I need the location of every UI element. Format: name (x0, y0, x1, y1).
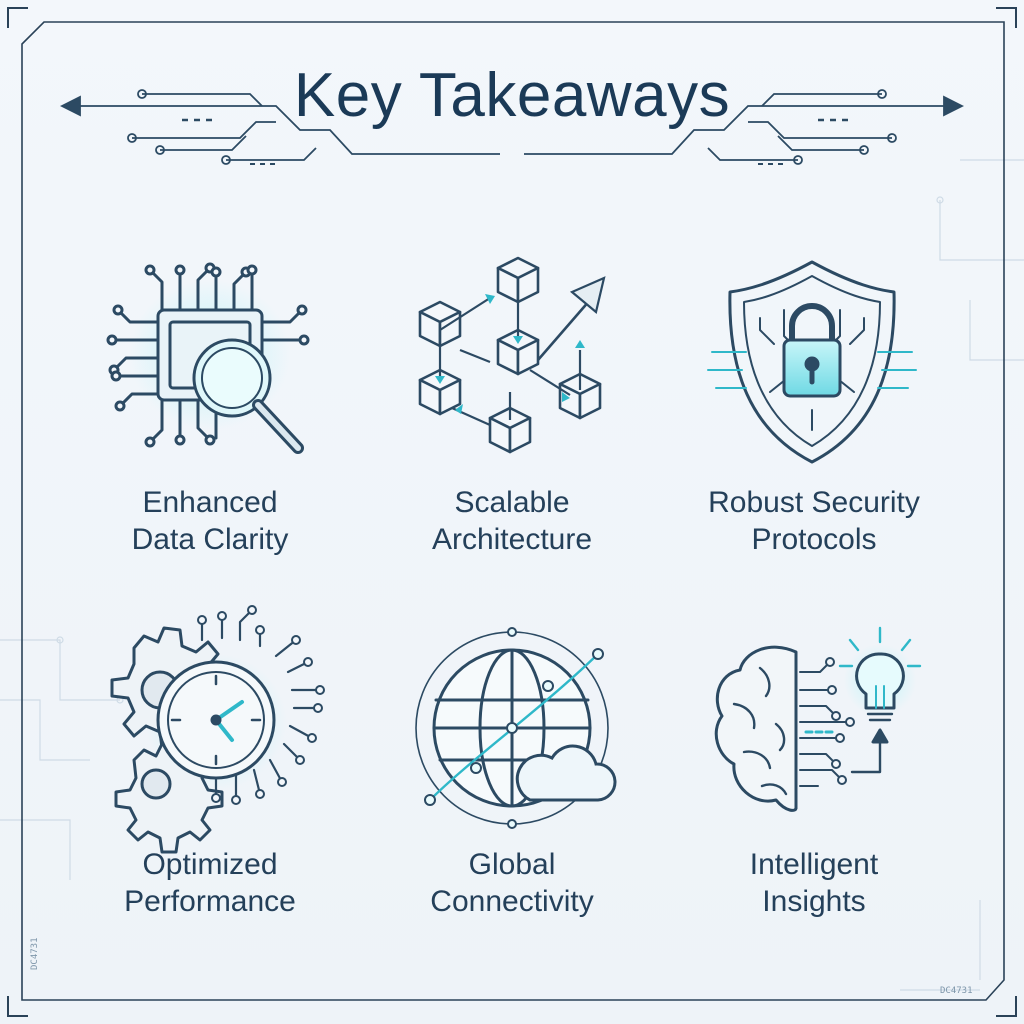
title-left-arrow-ornament (59, 89, 500, 165)
page-title: Key Takeaways (293, 61, 731, 130)
label-intelligent-insights: Intelligent Insights (664, 846, 964, 920)
label-line-1: Robust Security (708, 486, 920, 519)
label-line-1: Intelligent (749, 848, 879, 881)
cube-node (496, 328, 540, 376)
brain-bulb-icon (714, 626, 922, 812)
label-line-1: Scalable (454, 486, 570, 519)
label-line-2: Data Clarity (131, 523, 289, 556)
label-line-2: Performance (124, 885, 296, 918)
gear-clock-icon (110, 605, 325, 854)
label-robust-security-protocols: Robust Security Protocols (664, 484, 964, 558)
background-circuit-decoration (0, 159, 1024, 991)
label-scalable-architecture: Scalable Architecture (362, 484, 662, 558)
label-optimized-performance: Optimized Performance (60, 846, 360, 920)
cube-network-accent-arrows (435, 294, 585, 414)
label-enhanced-data-clarity: Enhanced Data Clarity (60, 484, 360, 558)
shield-lock-icon (707, 260, 917, 464)
corner-code-right: DC4731 (940, 986, 973, 996)
corner-code-left: DC4731 (30, 937, 40, 970)
cube-node (418, 300, 462, 348)
cube-node (496, 256, 540, 304)
label-line-1: Global (468, 848, 556, 881)
label-line-1: Enhanced (142, 486, 278, 519)
cube-node (558, 372, 602, 420)
cube-node (418, 368, 462, 416)
label-line-2: Insights (762, 885, 866, 918)
globe-cloud-icon (415, 627, 617, 829)
cube-node (488, 406, 532, 454)
cube-network-icon (418, 256, 602, 454)
label-line-2: Architecture (431, 523, 593, 556)
label-line-2: Connectivity (430, 885, 594, 918)
label-line-2: Protocols (751, 523, 877, 556)
label-global-connectivity: Global Connectivity (362, 846, 662, 920)
cube-network-links (438, 276, 606, 427)
frame (7, 7, 1017, 1017)
label-line-1: Optimized (142, 848, 278, 881)
title-right-arrow-ornament (524, 89, 965, 165)
chip-magnifier-icon (106, 262, 310, 454)
